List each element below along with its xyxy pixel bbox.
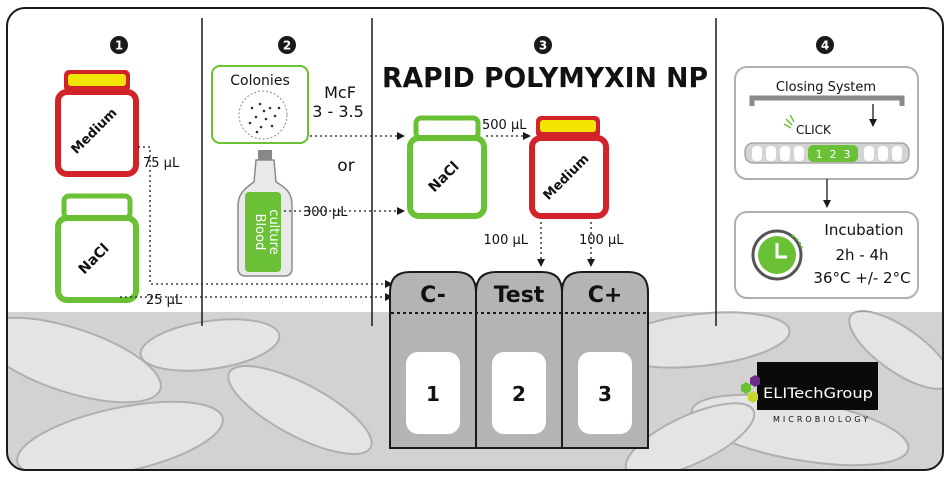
colonies-box: Colonies	[212, 66, 308, 143]
mcf-label: McF	[324, 83, 356, 102]
svg-text:2: 2	[512, 382, 526, 406]
well-strip: C- 1 Test 2 C+ 3	[390, 272, 648, 448]
blood-culture-bottle: Blood culture	[238, 150, 292, 276]
closing-system-box: Closing System CLICK 1 2 3	[735, 67, 918, 179]
mcf-range: 3 - 3.5	[312, 102, 364, 121]
incubation-temp: 36°C +/- 2°C	[813, 269, 910, 287]
step-badge-2: 2	[278, 36, 296, 54]
incubation-box: Incubation 2h - 4h 36°C +/- 2°C	[735, 212, 918, 298]
well-c-plus: C+ 3	[562, 272, 648, 448]
step-badge-1: 1	[110, 36, 128, 54]
svg-text:3: 3	[539, 39, 547, 53]
incubation-title: Incubation	[824, 221, 903, 239]
svg-text:3: 3	[844, 148, 851, 161]
svg-text:C+: C+	[588, 283, 623, 308]
svg-text:culture: culture	[266, 209, 281, 254]
page-title: RAPID POLYMYXIN NP	[382, 61, 708, 94]
volume-label: 300 µL	[303, 205, 348, 220]
well-test: Test 2	[476, 272, 562, 448]
logo-text: ELITechGroup	[763, 386, 873, 402]
svg-text:1: 1	[115, 39, 123, 53]
incubation-time: 2h - 4h	[835, 246, 888, 264]
petri-dish-icon	[239, 91, 287, 139]
nacl-bottle-3: NaCl	[410, 118, 484, 216]
volume-label: 100 µL	[579, 233, 624, 248]
volume-label: 500 µL	[482, 118, 527, 133]
medium-bottle-3: Medium	[532, 116, 606, 216]
step-badge-4: 4	[816, 36, 834, 54]
timer-icon	[753, 231, 802, 279]
volume-label: 25 µL	[146, 293, 183, 308]
medium-bottle-1: Medium	[58, 70, 136, 174]
svg-text:2: 2	[830, 148, 837, 161]
svg-text:C-: C-	[420, 283, 446, 308]
svg-text:1: 1	[816, 148, 823, 161]
or-label: or	[337, 156, 354, 176]
logo-tagline: MICROBIOLOGY	[773, 415, 871, 424]
nacl-bottle-1: NaCl	[58, 196, 136, 300]
svg-text:3: 3	[598, 382, 612, 406]
click-label: CLICK	[796, 123, 832, 137]
svg-text:Test: Test	[494, 283, 545, 308]
svg-text:Blood: Blood	[252, 214, 267, 251]
svg-text:4: 4	[821, 39, 829, 53]
step-badge-3: 3	[534, 36, 552, 54]
svg-text:1: 1	[426, 382, 440, 406]
volume-label: 100 µL	[484, 233, 529, 248]
well-c-minus: C- 1	[390, 272, 476, 448]
svg-text:2: 2	[283, 39, 291, 53]
svg-text:Colonies: Colonies	[230, 73, 289, 89]
svg-text:Closing System: Closing System	[776, 80, 876, 95]
volume-label: 75 µL	[143, 156, 180, 171]
